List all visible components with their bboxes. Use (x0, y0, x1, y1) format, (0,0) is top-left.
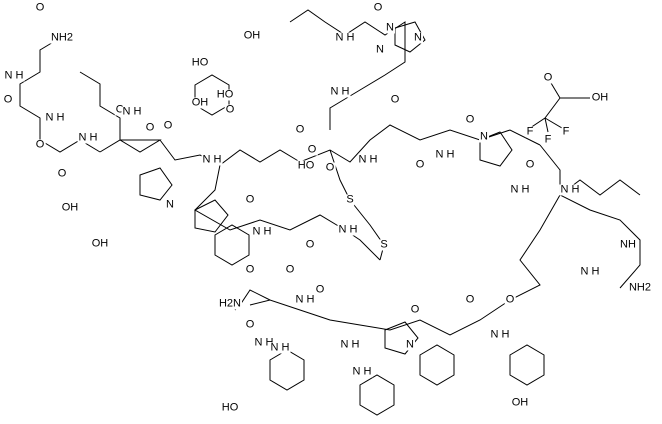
counter-ion-atom-label: F (543, 133, 553, 146)
atom-label: O (34, 1, 46, 14)
disulfide-bridge (329, 149, 385, 261)
tfa-bonds (544, 117, 549, 133)
atom-label: N H (269, 341, 291, 354)
backbone-middle (194, 164, 381, 261)
tyrosine-ring (214, 224, 250, 266)
glu-residue (79, 71, 162, 153)
atom-label: O (464, 293, 476, 306)
counter-ion-atom-label: OH (590, 91, 610, 104)
atom-label: N (375, 43, 385, 56)
atom-label: N H (351, 365, 373, 378)
atom-label: N H (44, 111, 66, 124)
tyrosine-ring (419, 344, 455, 386)
backbone-lower (249, 194, 561, 336)
atom-label: O (162, 119, 174, 132)
proline-ring (194, 199, 229, 233)
atom-label: N (413, 31, 423, 44)
counter-ion-atom-label: F (561, 125, 571, 138)
atom-label: N (165, 198, 175, 211)
backbone-right (539, 144, 641, 289)
atom-label: OH (242, 29, 262, 42)
tyrosine-ring (509, 344, 545, 386)
atom-label: O (414, 158, 426, 171)
atom-label: O (2, 93, 14, 106)
atom-label: N H (337, 223, 359, 236)
atom-label: OH (510, 396, 530, 409)
atom-label: O (306, 143, 318, 156)
atom-label: N H (329, 85, 351, 98)
indole-ring (269, 349, 305, 391)
counter-ion-atom-label: F (525, 125, 535, 138)
atom-label: N H (77, 131, 99, 144)
atom-label: N H (509, 183, 531, 196)
atom-label: N H (339, 338, 361, 351)
imidazole-ring (394, 21, 426, 53)
atom-label: NH (619, 238, 637, 251)
proline-ring (139, 167, 173, 201)
tfa-bonds (529, 97, 561, 129)
atom-label: N H (579, 265, 601, 278)
atom-label: O (464, 113, 476, 126)
atom-label: N H (559, 183, 581, 196)
atom-label: N (405, 338, 415, 351)
atom-label: HO (190, 56, 210, 69)
atom-label: HO (296, 159, 316, 172)
atom-label: O (304, 238, 316, 251)
atom-label: HO (220, 401, 240, 414)
atom-label: OH (190, 96, 210, 109)
atom-label: O (372, 1, 384, 14)
atom-label: N H (294, 293, 316, 306)
proline-ring (479, 131, 513, 167)
atom-label: NH2 (627, 281, 653, 294)
atom-label: S (379, 238, 389, 251)
atom-label: N H (489, 328, 511, 341)
atom-label: S (345, 193, 355, 206)
atom-label: N H (253, 336, 275, 349)
atom-label: HO (215, 88, 235, 101)
atom-label: O (504, 293, 516, 306)
atom-label: O (34, 138, 46, 151)
atom-label: N (385, 21, 395, 34)
atom-label: O (314, 283, 326, 296)
atom-label: O (244, 193, 256, 206)
atom-label: O (114, 103, 126, 116)
atom-label: N H (334, 31, 356, 44)
atom-label: NH2 (49, 31, 75, 44)
tfa-bonds (547, 77, 590, 99)
tfa-bonds (544, 117, 563, 129)
atom-label: O (244, 263, 256, 276)
atom-label: N H (3, 69, 25, 82)
atom-label: O (389, 93, 401, 106)
atom-label: N H (121, 105, 143, 118)
atom-label: N H (434, 148, 456, 161)
atom-label: H2N (217, 297, 243, 310)
atom-label: N H (201, 153, 223, 166)
atom-label: O (294, 123, 306, 136)
gly-gly-chain (19, 37, 101, 153)
atom-label: O (56, 167, 68, 180)
indole-ring (359, 374, 395, 416)
counter-ion-atom-label: O (542, 71, 554, 84)
atom-label: O (409, 303, 421, 316)
atom-label: N H (357, 153, 379, 166)
atom-label: O (244, 318, 256, 331)
atom-label: O (224, 103, 236, 116)
atom-label: O (284, 263, 296, 276)
atom-label: N H (251, 225, 273, 238)
atom-label: O (144, 121, 156, 134)
atom-label: O (524, 158, 536, 171)
atom-label: O (324, 161, 336, 174)
atom-label: N (479, 130, 489, 143)
atom-label: OH (90, 237, 110, 250)
atom-label: OH (60, 201, 80, 214)
